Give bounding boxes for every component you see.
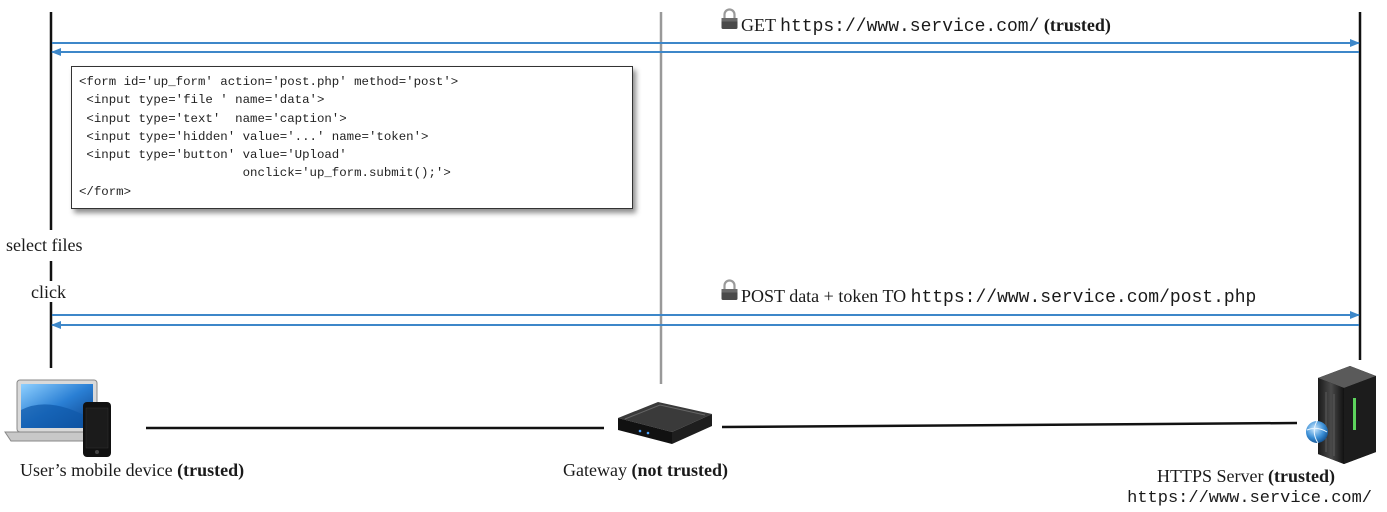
laptop-phone-icon — [4, 379, 111, 457]
lock-icon — [721, 279, 738, 300]
get-url: https://www.service.com/ — [780, 17, 1040, 37]
post-message-label: POST data + token TO https://www.service… — [741, 286, 1256, 308]
server-name: HTTPS Server — [1157, 466, 1264, 486]
form-code-box: <form id='up_form' action='post.php' met… — [71, 66, 633, 209]
code-line: onclick='up_form.submit();'> — [79, 166, 451, 181]
client-node-label: User’s mobile device (trusted) — [20, 460, 244, 481]
code-line: <input type='button' value='Upload' — [79, 148, 347, 163]
router-icon — [618, 402, 712, 444]
client-trust: (trusted) — [177, 460, 245, 480]
client-name: User’s mobile device — [20, 460, 173, 480]
code-line: <input type='hidden' value='...' name='t… — [79, 129, 429, 144]
gateway-name: Gateway — [563, 460, 627, 480]
server-url: https://www.service.com/ — [1127, 489, 1372, 508]
post-prefix: POST data + token TO — [741, 286, 907, 306]
gateway-server-link — [721, 421, 1298, 429]
get-trust: (trusted) — [1043, 15, 1111, 35]
code-line: </form> — [79, 184, 132, 199]
gateway-node-label: Gateway (not trusted) — [563, 460, 728, 481]
code-line: <input type='text' name='caption'> — [79, 111, 347, 126]
click-label: click — [31, 282, 66, 302]
post-url: https://www.service.com/post.php — [910, 288, 1257, 308]
select-files-label: select files — [6, 235, 83, 255]
lock-icon — [721, 8, 738, 29]
get-message-label: GET https://www.service.com/ (trusted) — [741, 15, 1111, 37]
code-line: <input type='file ' name='data'> — [79, 93, 325, 108]
server-rack-icon — [1306, 366, 1376, 464]
code-line: <form id='up_form' action='post.php' met… — [79, 75, 459, 89]
server-trust: (trusted) — [1268, 466, 1335, 486]
get-method: GET — [741, 15, 776, 35]
server-node-label: HTTPS Server (trusted) — [1157, 466, 1335, 487]
globe-icon — [1306, 421, 1328, 443]
gateway-trust: (not trusted) — [631, 460, 728, 480]
